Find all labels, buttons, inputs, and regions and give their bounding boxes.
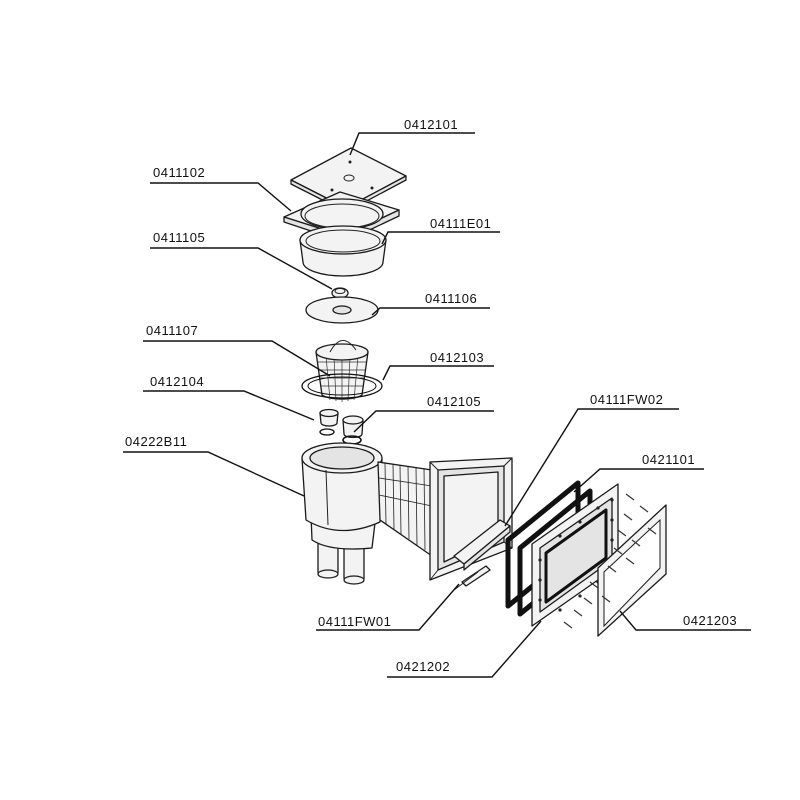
label-04111E01: 04111E01 [430, 216, 491, 231]
cover-0421203 [563, 493, 667, 637]
leader-lines [123, 132, 751, 678]
label-0421203: 0421203 [683, 613, 737, 628]
knob-0411105 [331, 287, 349, 299]
basket-0411107 [315, 340, 369, 402]
label-04222B11: 04222B11 [125, 434, 187, 449]
label-04111FW01: 04111FW01 [318, 614, 391, 629]
label-0411107: 0411107 [146, 323, 198, 338]
label-0412103: 0412103 [430, 350, 484, 365]
ring-0412103 [301, 373, 383, 399]
part-labels: 0412101 0411102 04111E01 0411105 0411106… [125, 117, 737, 674]
extension-04111E01 [299, 225, 387, 277]
skimmer-body-04222B11 [301, 442, 513, 585]
disc-0411106 [305, 296, 379, 324]
label-0411102: 0411102 [153, 165, 205, 180]
label-0421101: 0421101 [642, 452, 695, 467]
label-0411105: 0411105 [153, 230, 205, 245]
weir-04111FW01 [453, 519, 511, 591]
label-0412104: 0412104 [150, 374, 204, 389]
label-0412105: 0412105 [427, 394, 481, 409]
label-0411106: 0411106 [425, 291, 477, 306]
adapter-0412105 [342, 415, 364, 445]
label-0412101: 0412101 [404, 117, 458, 132]
label-0421202: 0421202 [396, 659, 450, 674]
plug-0412104 [319, 408, 339, 436]
label-04111FW02: 04111FW02 [590, 392, 663, 407]
frame-0411102 [283, 191, 400, 243]
